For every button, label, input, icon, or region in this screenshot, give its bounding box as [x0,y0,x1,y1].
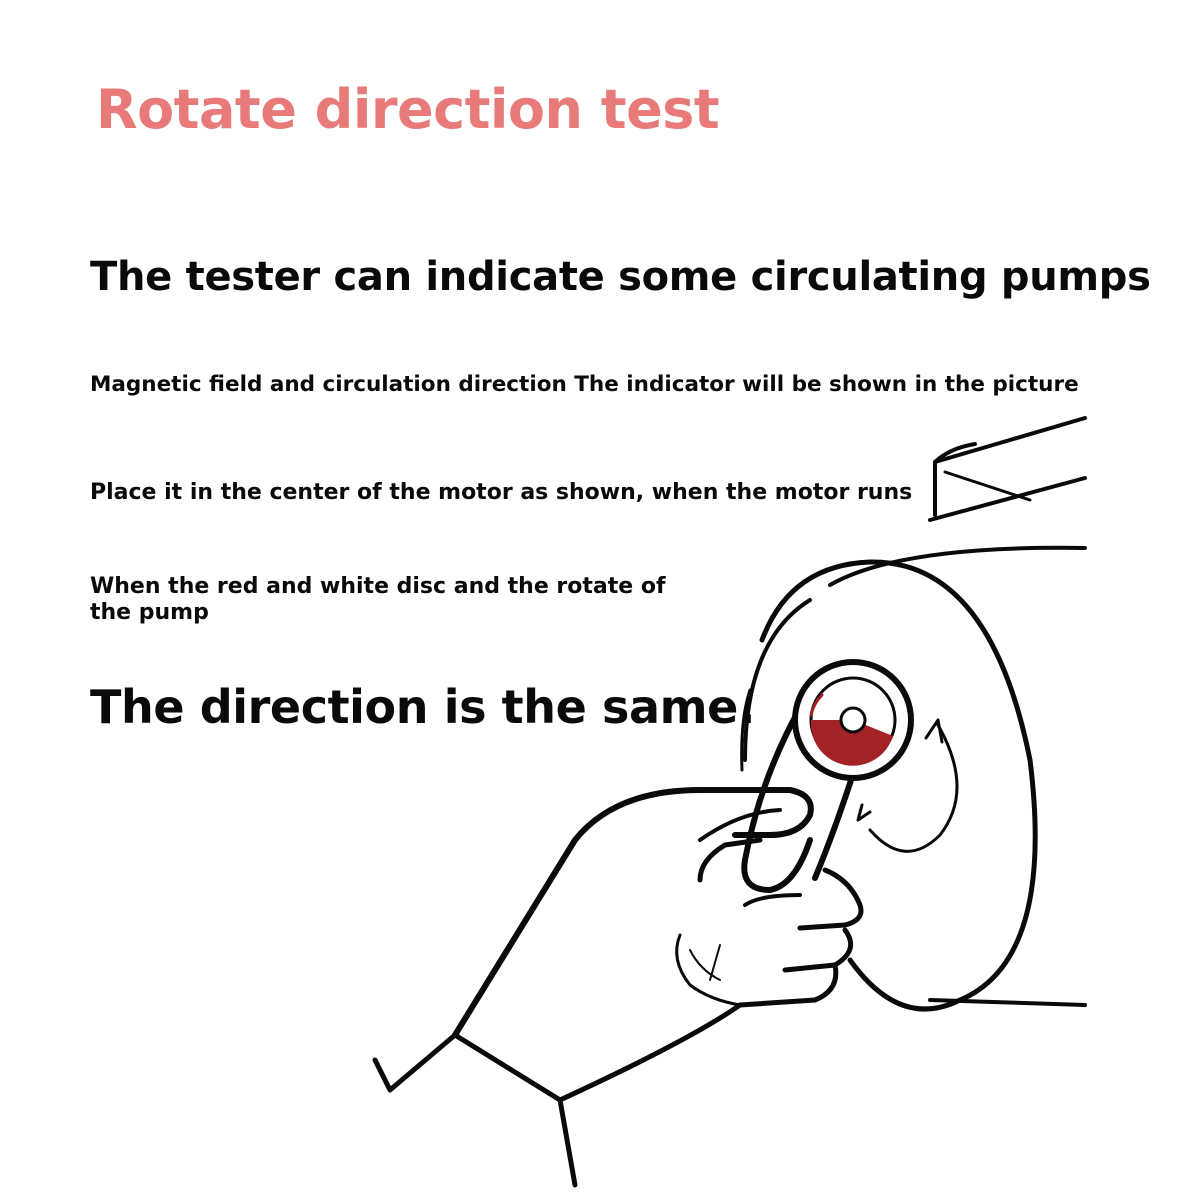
instruction-line-1: Magnetic field and circulation direction… [90,372,1079,397]
tester-tool [741,705,858,893]
hand-drawing [372,787,864,1188]
motor-end-cap [740,559,1038,1012]
page-title: Rotate direction test [96,78,720,141]
instruction-line-3: When the red and white disc and the rota… [90,574,666,625]
headline: The tester can indicate some circulating… [90,254,1151,300]
rotation-arrow-icon [856,718,959,853]
instruction-line-2: Place it in the center of the motor as s… [90,480,913,505]
conclusion-text: The direction is the same. [90,680,756,734]
indicator-disc [792,659,914,781]
